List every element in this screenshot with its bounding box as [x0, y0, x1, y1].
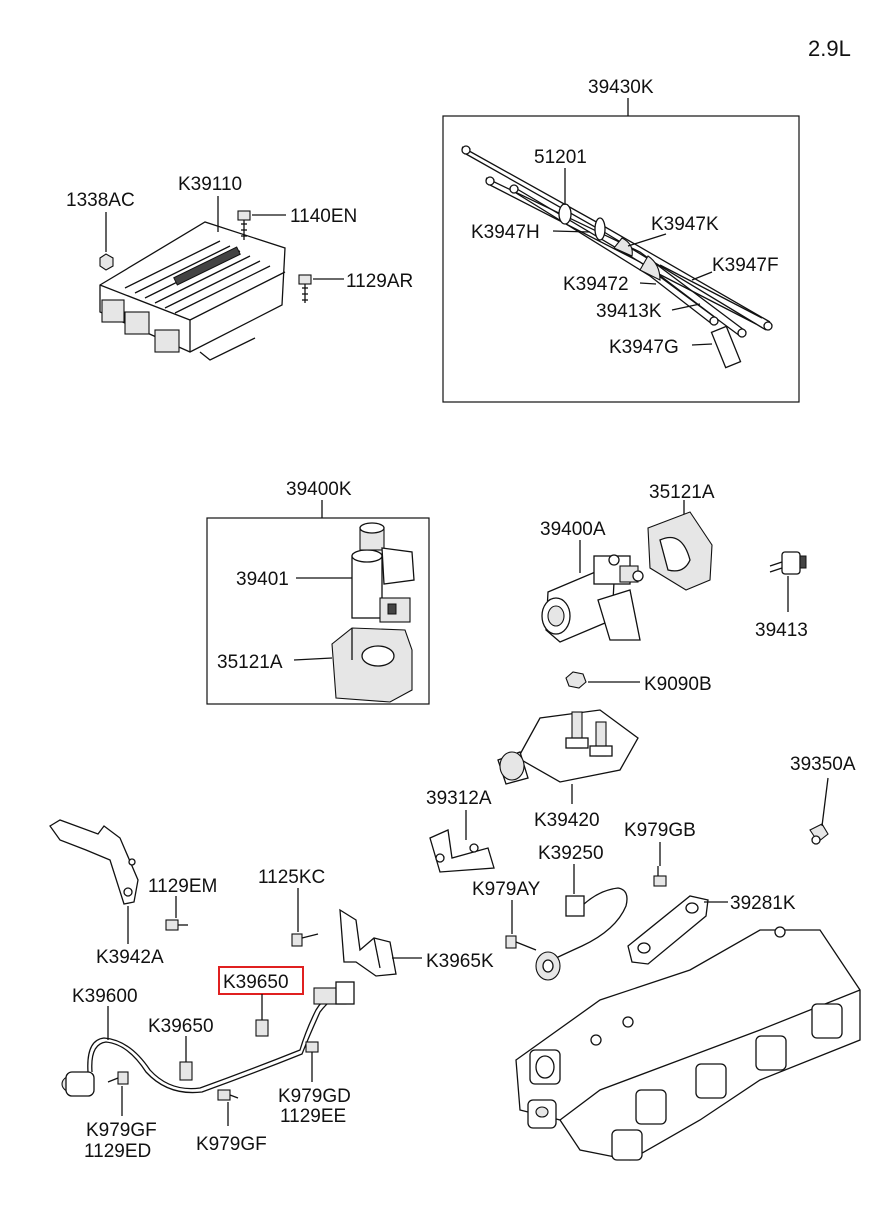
solenoid-39401[interactable]	[351, 522, 415, 623]
part-label-K979GF-b[interactable]: K979GF	[196, 1134, 267, 1155]
bracket-K3942A[interactable]	[49, 819, 139, 905]
bolt-1140EN[interactable]	[237, 210, 251, 240]
part-label-35121A[interactable]: 35121A	[649, 482, 715, 503]
part-label-K979AY[interactable]: K979AY	[472, 879, 541, 900]
part-label-K3947F[interactable]: K3947F	[712, 255, 779, 276]
part-label-1129EM[interactable]: 1129EM	[148, 876, 217, 897]
bolt-K979GF-b[interactable]	[217, 1089, 239, 1101]
part-label-K979GF-a[interactable]: K979GF	[86, 1120, 157, 1141]
bracket-group: K9090B K39420 39312A	[426, 671, 712, 873]
bolt-K979GD[interactable]	[305, 1041, 319, 1066]
highlight-box	[218, 966, 304, 995]
part-label-K979GD[interactable]: K979GD	[278, 1086, 351, 1107]
sensor-harness-K39600[interactable]	[61, 981, 355, 1097]
part-label-K9090B[interactable]: K9090B	[644, 674, 712, 695]
part-label-1338AC[interactable]: 1338AC	[66, 190, 135, 211]
ecu-group: 1338AC K39110 1140EN 1129AR	[66, 174, 413, 361]
part-label-K39420[interactable]: K39420	[534, 810, 600, 831]
part-label-K39110[interactable]: K39110	[178, 174, 242, 195]
part-label-K3965K[interactable]: K3965K	[426, 951, 494, 972]
part-label-39401[interactable]: 39401	[236, 569, 289, 590]
part-label-K3947G[interactable]: K3947G	[609, 337, 679, 358]
solenoid-kit-group: 39400K 39401 35121A	[206, 479, 430, 705]
part-label-1129ED[interactable]: 1129ED	[84, 1141, 151, 1162]
nut-1338AC[interactable]	[99, 253, 114, 271]
solenoid-assembly: 39400A 35121A 39413	[540, 482, 808, 643]
vacuum-hoses	[461, 145, 773, 369]
part-label-39281K[interactable]: 39281K	[730, 893, 796, 914]
part-label-K39250[interactable]: K39250	[538, 843, 604, 864]
part-label-K979GB[interactable]: K979GB	[624, 820, 696, 841]
sensor-39350A[interactable]	[809, 823, 829, 845]
hose-assembly-frame	[442, 115, 800, 403]
bolt-K979GB[interactable]	[653, 866, 667, 887]
nut-K9090B[interactable]	[565, 671, 587, 689]
intake-manifold[interactable]	[515, 926, 861, 1161]
solenoid-kit-frame	[206, 517, 430, 705]
part-label-51201[interactable]: 51201	[534, 147, 587, 168]
lower-wiring-group: K3942A 1129EM 1125KC K3965K K39650	[49, 819, 494, 1162]
part-label-K39650-highlighted[interactable]: K39650	[223, 972, 289, 993]
sensor-39413[interactable]	[769, 551, 807, 575]
part-label-1129AR[interactable]: 1129AR	[346, 271, 413, 292]
hose-assembly-group: 39430K	[442, 77, 800, 403]
part-label-1125KC[interactable]: 1125KC	[258, 867, 325, 888]
part-label-39430K[interactable]: 39430K	[588, 77, 654, 98]
bolt-1125KC[interactable]	[291, 933, 319, 947]
bolt-1129EM[interactable]	[165, 919, 188, 931]
bracket-39281K[interactable]	[627, 895, 709, 965]
knock-sensor-K39250[interactable]	[535, 887, 628, 981]
part-label-39350A[interactable]: 39350A	[790, 754, 856, 775]
clip-K39650-a[interactable]	[255, 1019, 269, 1037]
part-label-39413K[interactable]: 39413K	[596, 301, 662, 322]
part-label-39400A[interactable]: 39400A	[540, 519, 606, 540]
cover-35121A[interactable]	[647, 511, 713, 591]
bracket-39312A[interactable]	[429, 829, 495, 873]
solenoid-39400A[interactable]	[541, 554, 644, 643]
part-label-K39600[interactable]: K39600	[72, 986, 138, 1007]
bolt-1129AR[interactable]	[298, 274, 312, 303]
part-label-1140EN[interactable]: 1140EN	[290, 206, 357, 227]
part-label-35121A-box[interactable]: 35121A	[217, 652, 283, 673]
part-label-K3947H[interactable]: K3947H	[471, 222, 540, 243]
bracket-K39420[interactable]	[497, 709, 639, 785]
clip-K39650-b[interactable]	[179, 1061, 193, 1081]
engine-label: 2.9L	[808, 36, 851, 61]
cover-35121A-box[interactable]	[331, 627, 413, 703]
part-label-K3947K[interactable]: K3947K	[651, 214, 719, 235]
part-label-39312A[interactable]: 39312A	[426, 788, 492, 809]
bolt-K979GF-a[interactable]	[107, 1071, 129, 1085]
part-label-39413[interactable]: 39413	[755, 620, 808, 641]
part-label-K3942A[interactable]: K3942A	[96, 947, 164, 968]
part-label-39400K[interactable]: 39400K	[286, 479, 352, 500]
bracket-K3965K[interactable]	[339, 908, 397, 977]
part-label-K39472[interactable]: K39472	[563, 274, 629, 295]
part-label-1129EE[interactable]: 1129EE	[280, 1106, 346, 1127]
bolt-K979AY[interactable]	[505, 935, 537, 951]
part-label-K39650[interactable]: K39650	[148, 1016, 214, 1037]
